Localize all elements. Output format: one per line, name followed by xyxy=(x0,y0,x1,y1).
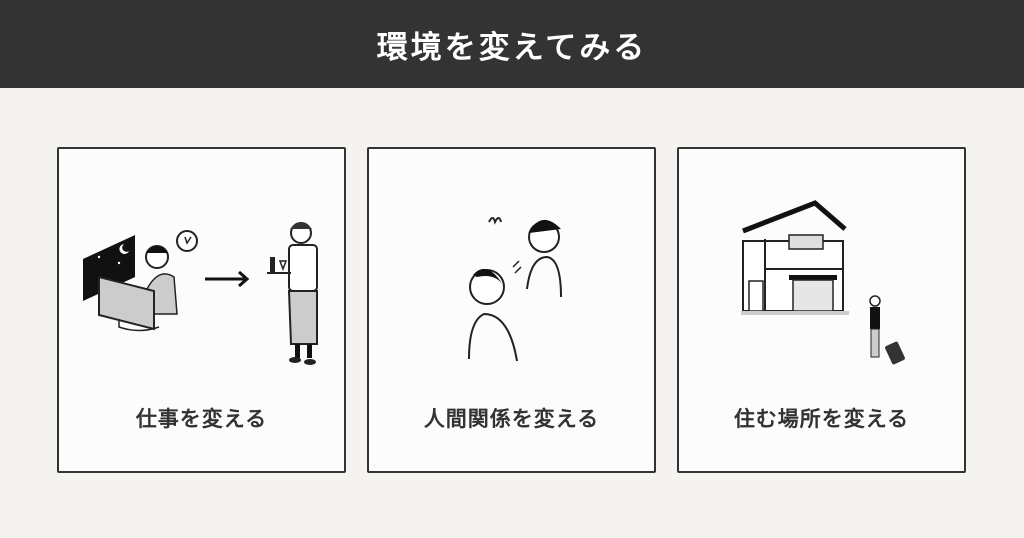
card-label: 住む場所を変える xyxy=(733,407,910,431)
page-title: 環境を変えてみる xyxy=(376,29,648,66)
card-change-job: 仕事を変える xyxy=(57,147,346,473)
card-label: 人間関係を変える xyxy=(423,407,600,431)
card-label: 仕事を変える xyxy=(135,407,268,431)
card-change-relationships: 人間関係を変える xyxy=(367,147,656,473)
house-and-traveler-illustration xyxy=(741,200,905,365)
two-people-illustration xyxy=(468,217,562,362)
card-change-residence: 住む場所を変える xyxy=(677,147,966,473)
header-banner: 環境を変えてみる xyxy=(0,0,1024,88)
office-worker-to-waiter-illustration xyxy=(83,222,318,365)
